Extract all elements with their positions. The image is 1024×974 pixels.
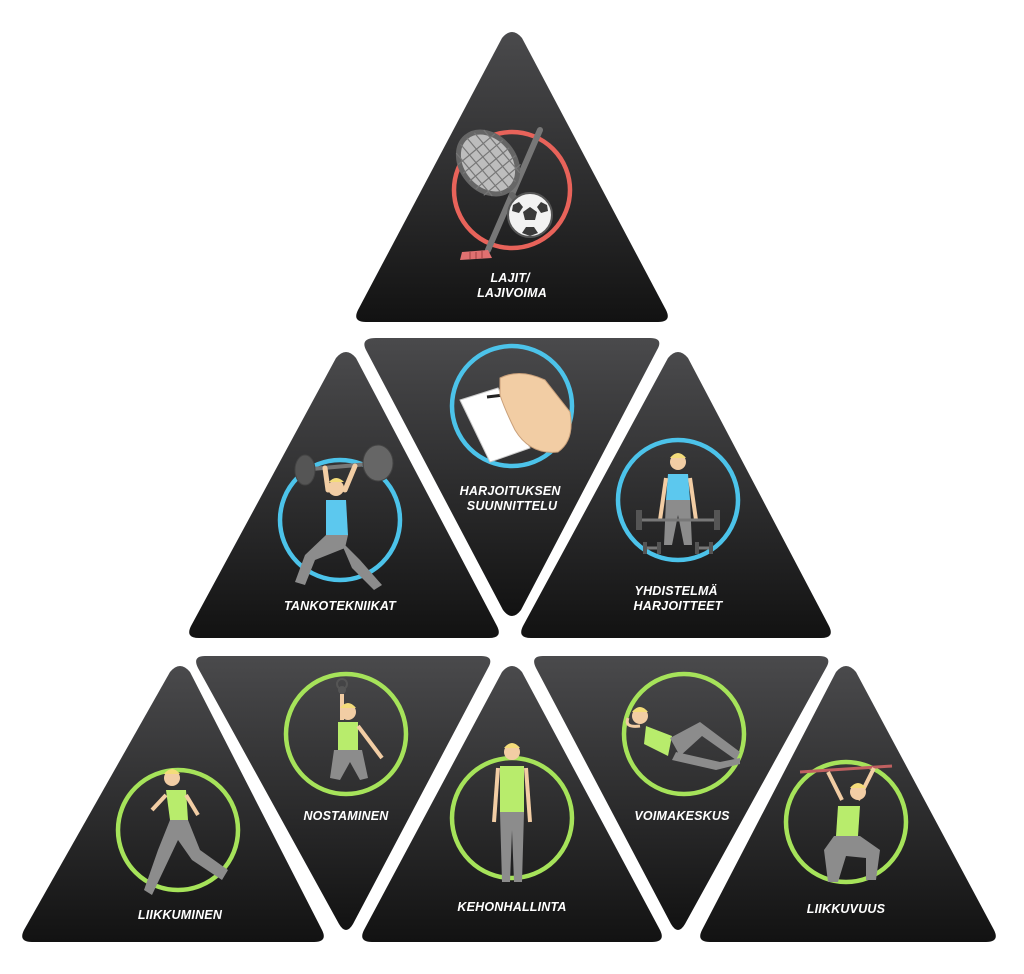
tile-tankotekniikat: TANKOTEKNIIKAT <box>189 352 499 638</box>
tile-nostaminen: NOSTAMINEN <box>196 656 491 930</box>
tile-liikkuminen-label: LIIKKUMINEN <box>138 908 223 922</box>
tile-voimakeskus-ring <box>621 671 747 797</box>
standing-figure-icon <box>492 743 532 882</box>
crunch-figure-icon <box>625 707 740 770</box>
squat-kettlebell-icon <box>330 678 384 780</box>
tile-kehonhallinta-label: KEHONHALLINTA <box>457 900 566 914</box>
tile-yhdistelma-label: YHDISTELMÄ HARJOITTEET <box>633 583 723 613</box>
hand-writing-plan-icon <box>459 373 572 463</box>
deadlift-icon <box>636 453 720 554</box>
running-figure-icon <box>144 769 228 895</box>
tile-suunnittelu: HARJOITUKSEN SUUNNITTELU <box>364 338 660 616</box>
tile-liikkuvuus: LIIKKUVUUS <box>700 666 996 942</box>
tile-yhdistelma: YHDISTELMÄ HARJOITTEET <box>521 352 831 638</box>
tile-suunnittelu-shape <box>364 338 660 616</box>
tile-lajit: LAJIT/ LAJIVOIMA <box>356 32 668 322</box>
tile-suunnittelu-ring <box>449 343 575 469</box>
tile-nostaminen-ring <box>283 671 409 797</box>
tile-liikkuminen-ring <box>115 767 241 893</box>
tile-liikkuvuus-ring <box>783 759 909 885</box>
tile-tankotekniikat-label: TANKOTEKNIIKAT <box>284 599 397 613</box>
overhead-squat-stick-icon <box>799 764 893 882</box>
tile-tankotekniikat-shape <box>189 352 499 638</box>
sports-equipment-icon <box>455 127 553 260</box>
tile-yhdistelma-ring <box>615 437 741 563</box>
tile-liikkuvuus-shape <box>700 666 996 942</box>
tile-liikkuvuus-label: LIIKKUVUUS <box>807 902 886 916</box>
tile-suunnittelu-label: HARJOITUKSEN SUUNNITTELU <box>460 484 565 513</box>
tile-voimakeskus-label: VOIMAKESKUS <box>634 809 730 823</box>
tile-lajit-ring <box>451 129 573 251</box>
tile-liikkuminen: LIIKKUMINEN <box>22 666 324 942</box>
tile-voimakeskus: VOIMAKESKUS <box>534 656 829 930</box>
tile-lajit-label: LAJIT/ LAJIVOIMA <box>477 271 547 300</box>
tile-kehonhallinta: KEHONHALLINTA <box>362 666 662 942</box>
tile-tankotekniikat-ring <box>277 457 403 583</box>
tile-nostaminen-label: NOSTAMINEN <box>303 809 389 823</box>
overhead-barbell-lift-icon <box>294 444 394 590</box>
